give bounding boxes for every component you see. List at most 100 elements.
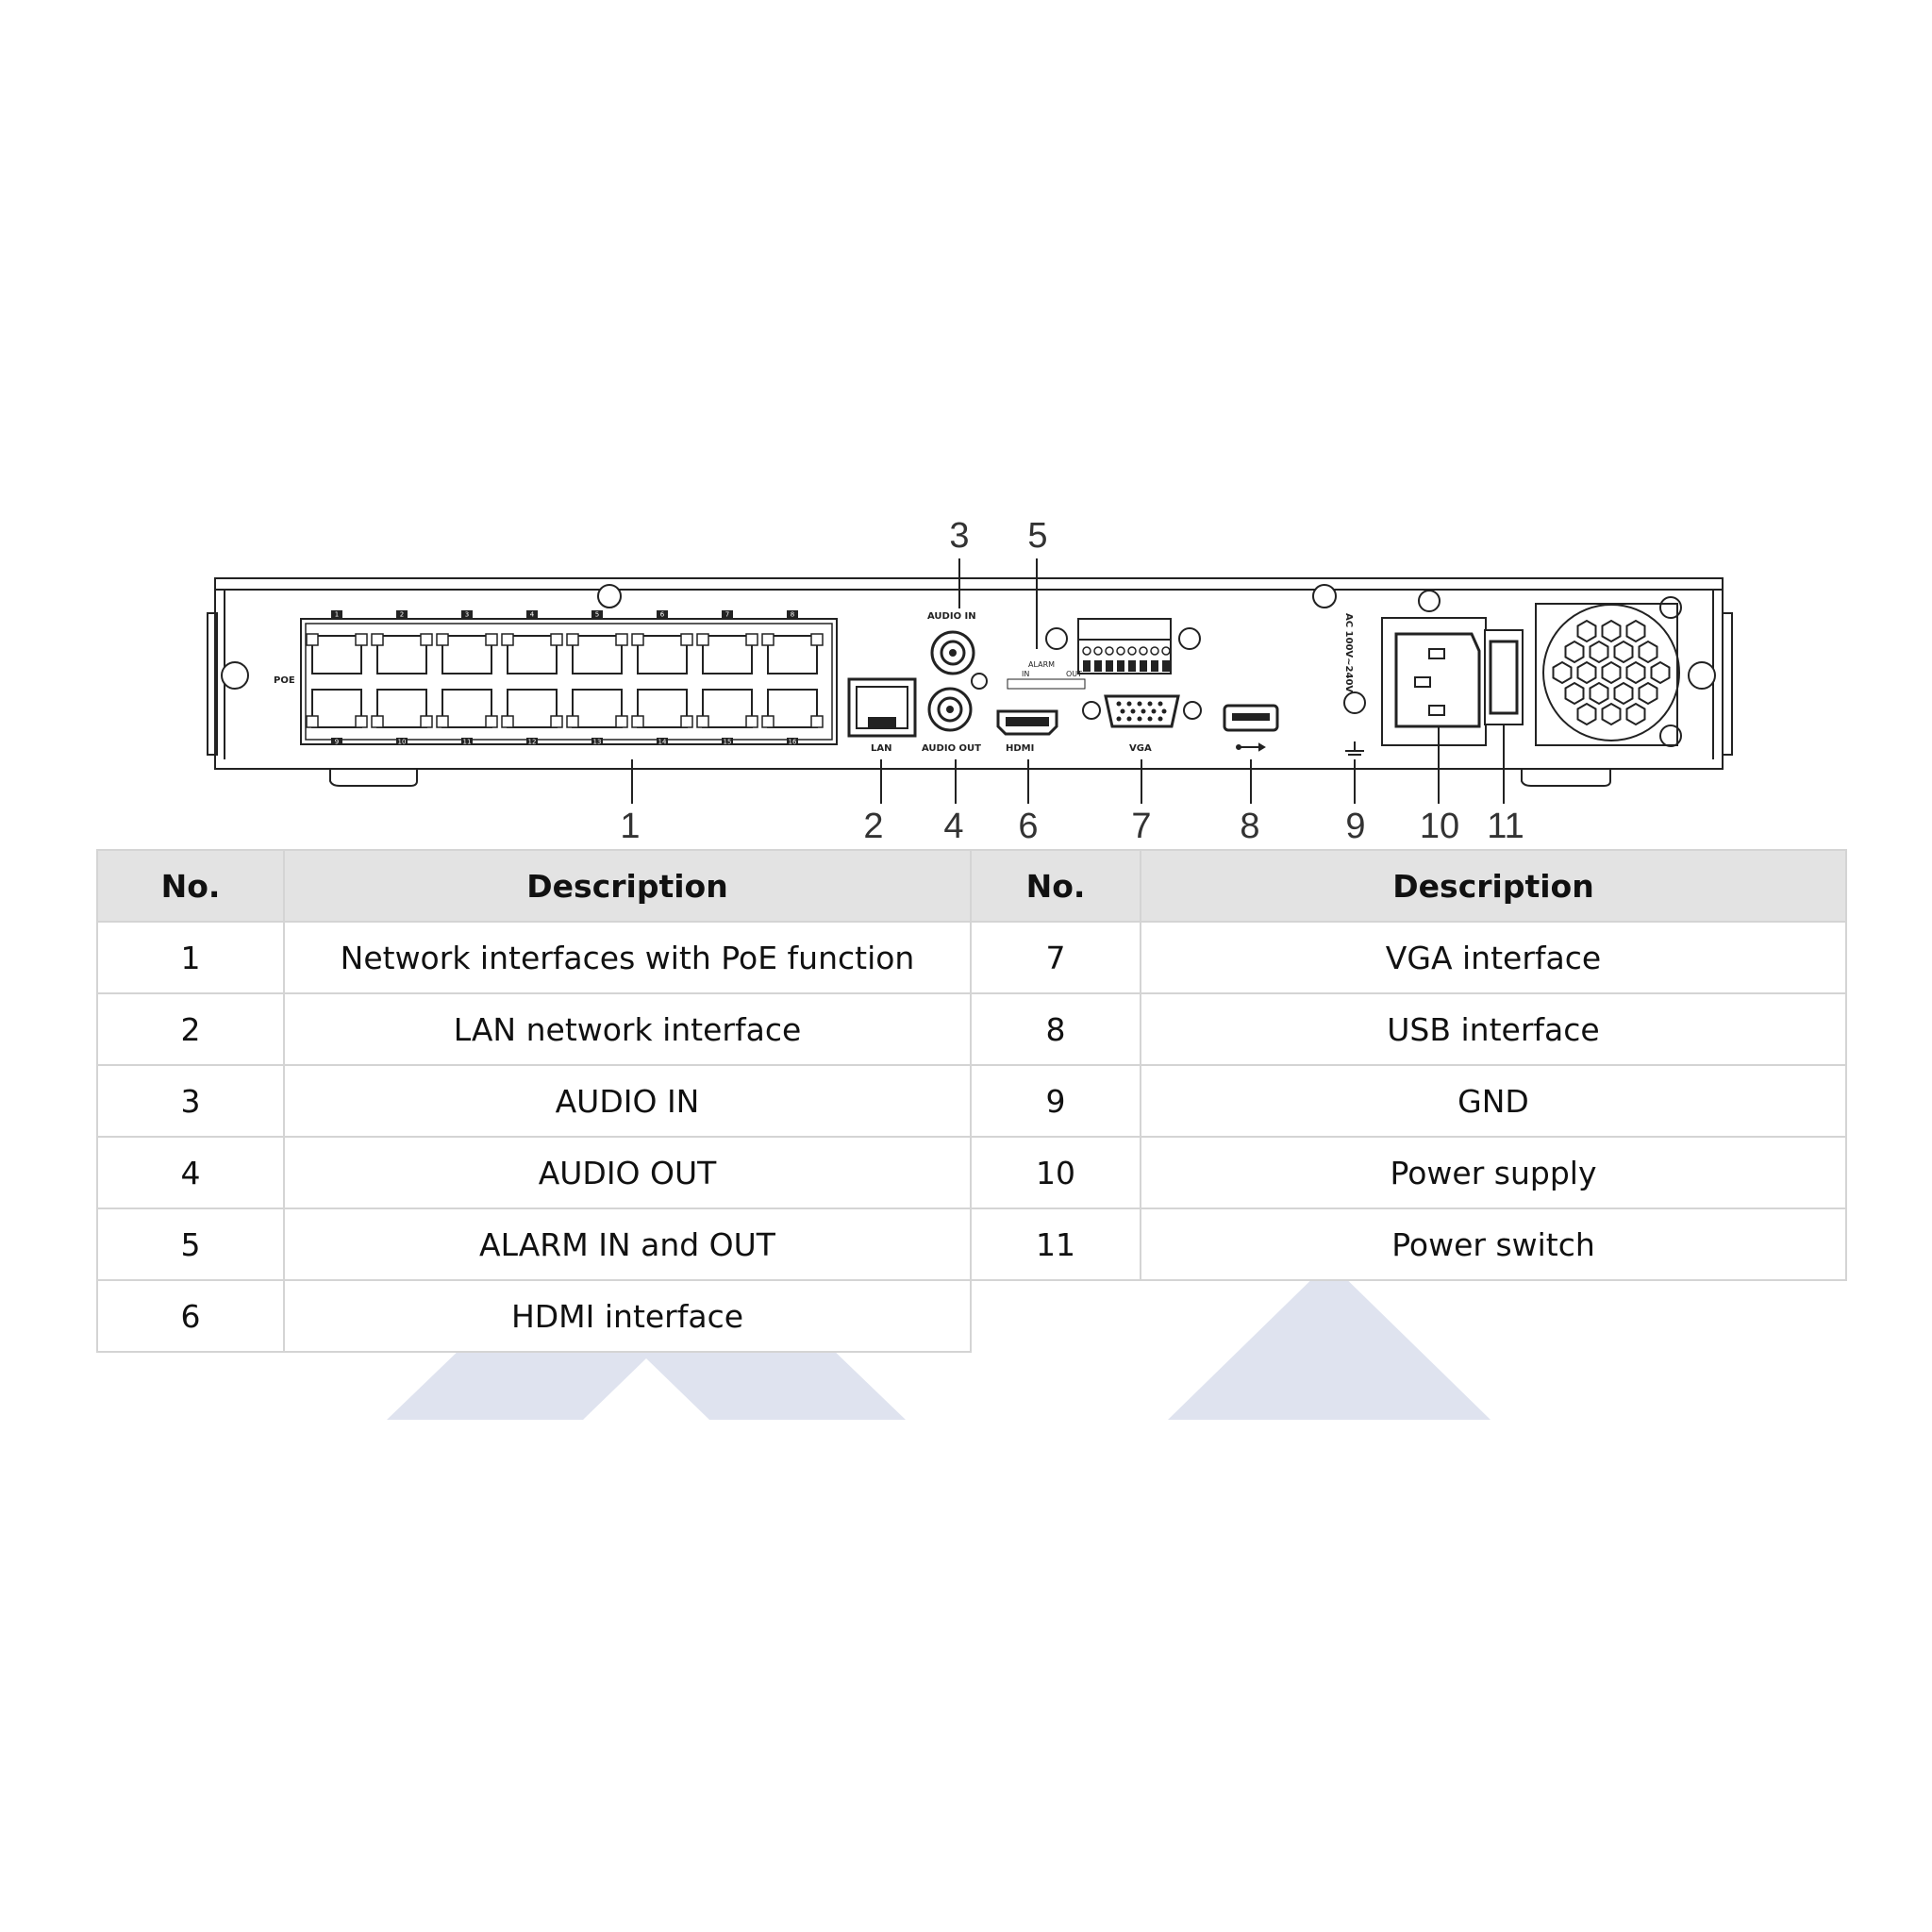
alarm-terminal: ALARM IN OUT [1007,618,1172,690]
port-number: 8 [791,611,794,619]
fan-hex-cell [1564,640,1585,664]
cell-description: USB interface [1140,992,1847,1066]
fan-hex-cell [1638,640,1658,664]
table-header-row: No. Description No. Description [96,849,1847,923]
vga-pin [1137,701,1142,707]
power-inlet [1381,617,1487,746]
port-number-tag [396,610,408,618]
terminal-slot [1117,660,1124,672]
vga-pin [1116,716,1122,722]
port-number-tag [331,738,342,745]
callout-11: 11 [1487,807,1524,846]
ground-icon [1345,741,1364,756]
port-number: 13 [593,739,602,746]
alarm-in-label: IN [1022,670,1029,678]
port-number: 2 [400,611,404,619]
port-number-tag [657,610,668,618]
cell-description: Network interfaces with PoE function [283,921,972,994]
port-number-tag [331,610,342,618]
terminal-slot [1106,660,1113,672]
vga-pin [1161,708,1167,714]
port-number: 6 [660,611,665,619]
port-number-tag [787,610,798,618]
fan-hex-cell [1625,660,1646,685]
table-row: 6 HDMI interface [96,1279,1846,1353]
cell-description: LAN network interface [283,992,972,1066]
poe-label: POE [274,675,295,686]
fan-hex-cell [1638,681,1658,706]
rj45-port [306,633,368,675]
terminal-slot [1162,660,1170,672]
terminal-screw [1139,646,1148,656]
port-number: 11 [463,739,472,746]
vga-pin [1147,701,1153,707]
vga-pin [1126,716,1132,722]
cell-no: 11 [970,1208,1141,1281]
cell-description: HDMI interface [283,1279,972,1353]
audio-in-label: AUDIO IN [927,611,976,622]
empty-cell [971,1280,1141,1352]
vga-pin [1126,701,1132,707]
terminal-slot [1094,660,1102,672]
rj45-port [371,633,433,675]
callout-7: 7 [1131,807,1151,846]
header-description-right: Description [1140,849,1847,923]
cell-no: 10 [970,1136,1141,1209]
fan-grille [1535,603,1680,746]
interface-description-table: No. Description No. Description 1 Networ… [96,849,1847,1353]
fan-hex-cell [1589,681,1609,706]
hdmi-label: HDMI [1006,743,1034,754]
vga-port: VGA [1082,694,1202,754]
fan-hex-cell [1576,619,1597,643]
cell-no: 3 [96,1064,285,1138]
callout-numbers: 3 5 1 2 4 6 7 8 9 10 11 [620,516,1524,846]
vga-label: VGA [1129,743,1152,754]
callout-2: 2 [863,807,883,846]
lan-label: LAN [871,743,891,754]
vga-pin [1158,716,1163,722]
terminal-screw [1150,646,1159,656]
port-number-tag [396,738,408,745]
rj45-port [306,689,368,728]
leader-lines [631,558,1505,804]
fan-hex-cell [1601,702,1622,726]
cell-description: AUDIO OUT [283,1136,972,1209]
port-number-tag [722,610,733,618]
fan-hex-cell [1613,681,1634,706]
rj45-port [696,689,758,728]
callout-1: 1 [620,807,640,846]
port-number: 12 [528,739,537,746]
callout-9: 9 [1345,807,1365,846]
vga-pin [1151,708,1157,714]
terminal-screw [1161,646,1171,656]
rj45-port [501,633,563,675]
callout-5: 5 [1027,516,1047,556]
header-description-left: Description [283,849,972,923]
port-number-tag [787,738,798,745]
rj45-port [501,689,563,728]
port-number-tag [461,610,473,618]
terminal-screw [1082,646,1091,656]
empty-cell [1141,1280,1846,1352]
rj45-port [436,689,498,728]
fan-hex-cell [1601,660,1622,685]
cell-no: 5 [96,1208,285,1281]
header-no-right: No. [970,849,1141,923]
cell-description: VGA interface [1140,921,1847,994]
cell-no: 7 [970,921,1141,994]
alarm-label: ALARM [1028,660,1055,669]
terminal-screw [1116,646,1125,656]
cell-no: 9 [970,1064,1141,1138]
audio-ports: AUDIO IN AUDIO OUT [922,611,981,754]
power-switch [1484,629,1524,725]
vga-pin [1137,716,1142,722]
port-number: 5 [595,611,599,619]
port-number: 10 [398,739,407,746]
table-row: 2 LAN network interface 8 USB interface [96,992,1847,1066]
rj45-port [566,633,628,675]
port-number-tag [461,738,473,745]
rj45-port [631,633,693,675]
rj45-port [566,689,628,728]
